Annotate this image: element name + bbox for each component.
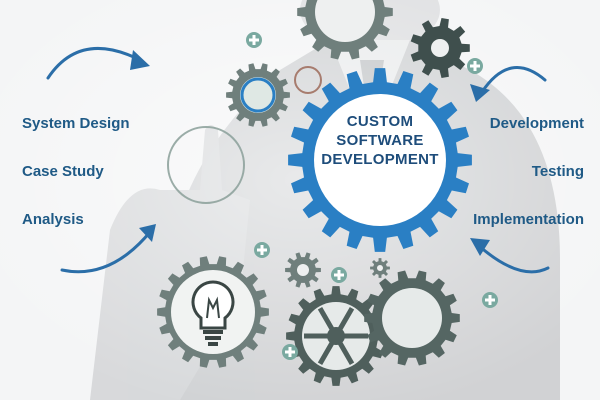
light-bulb-icon	[191, 280, 235, 346]
hub-title-line-1: CUSTOM	[346, 113, 414, 130]
top-gear-icon	[297, 0, 393, 60]
right-step-development: Development	[489, 115, 584, 132]
right-arrows	[470, 66, 550, 274]
tiny-gear-2-icon	[370, 258, 390, 278]
hub-title-line-3: DEVELOPMENT	[321, 151, 439, 168]
left-mid-gear-icon	[226, 63, 290, 127]
plus-icon	[467, 58, 483, 74]
small-top-right-gear-icon	[410, 18, 470, 78]
hub-gear-icon	[288, 68, 472, 252]
hub-title-line-2: SOFTWARE	[336, 132, 424, 149]
plus-icon	[246, 32, 262, 48]
right-step-implementation: Implementation	[473, 211, 584, 228]
plus-icon	[254, 242, 270, 258]
right-step-testing: Testing	[531, 163, 584, 180]
plus-icon	[282, 344, 298, 360]
touch-circle	[167, 126, 245, 204]
left-arrows	[46, 46, 156, 274]
gear-ring-icon	[240, 77, 276, 113]
left-step-system-design: System Design	[22, 115, 130, 132]
outline-circle-icon	[294, 66, 322, 94]
left-step-analysis: Analysis	[22, 211, 84, 228]
plus-icon	[331, 267, 347, 283]
bottom-right-gear-icon	[364, 270, 460, 366]
tiny-gear-icon	[285, 252, 321, 288]
left-step-case-study: Case Study	[22, 163, 104, 180]
plus-icon	[482, 292, 498, 308]
gear-spokes-icon	[304, 307, 368, 365]
hub-title: CUSTOM SOFTWARE DEVELOPMENT	[300, 112, 460, 169]
